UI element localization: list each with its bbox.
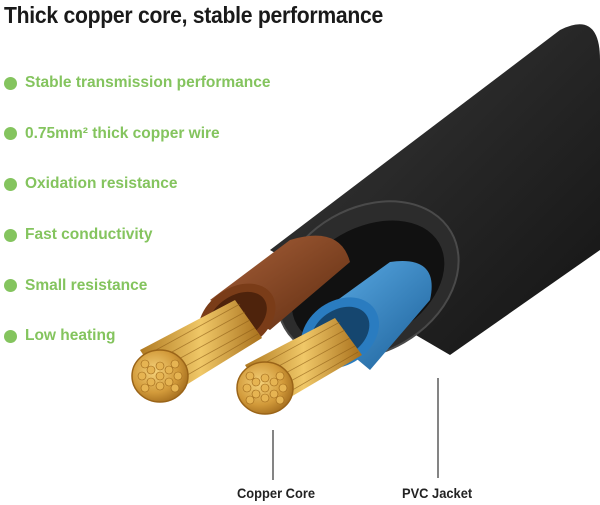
bullet-dot-icon: [4, 279, 17, 293]
bullet-dot-icon: [4, 127, 17, 141]
feature-item: 0.75mm² thick copper wire: [4, 109, 271, 160]
feature-label: Small resistance: [25, 276, 148, 294]
feature-label: Stable transmission performance: [25, 74, 271, 92]
feature-item: Oxidation resistance: [4, 159, 271, 210]
feature-label: 0.75mm² thick copper wire: [25, 124, 220, 142]
pvc-jacket-label: PVC Jacket: [402, 485, 473, 501]
feature-item: Stable transmission performance: [4, 58, 271, 109]
feature-label: Oxidation resistance: [25, 175, 178, 193]
page-title: Thick copper core, stable performance: [4, 2, 384, 28]
feature-list: Stable transmission performance 0.75mm² …: [4, 58, 271, 362]
feature-item: Small resistance: [4, 260, 271, 311]
bullet-dot-icon: [4, 228, 17, 242]
bullet-dot-icon: [4, 76, 17, 90]
bullet-dot-icon: [4, 177, 17, 191]
feature-label: Low heating: [25, 327, 116, 345]
bullet-dot-icon: [4, 329, 17, 343]
feature-item: Fast conductivity: [4, 210, 271, 261]
feature-item: Low heating: [4, 311, 271, 362]
copper-core-label: Copper Core: [237, 485, 316, 501]
feature-label: Fast conductivity: [25, 226, 153, 244]
